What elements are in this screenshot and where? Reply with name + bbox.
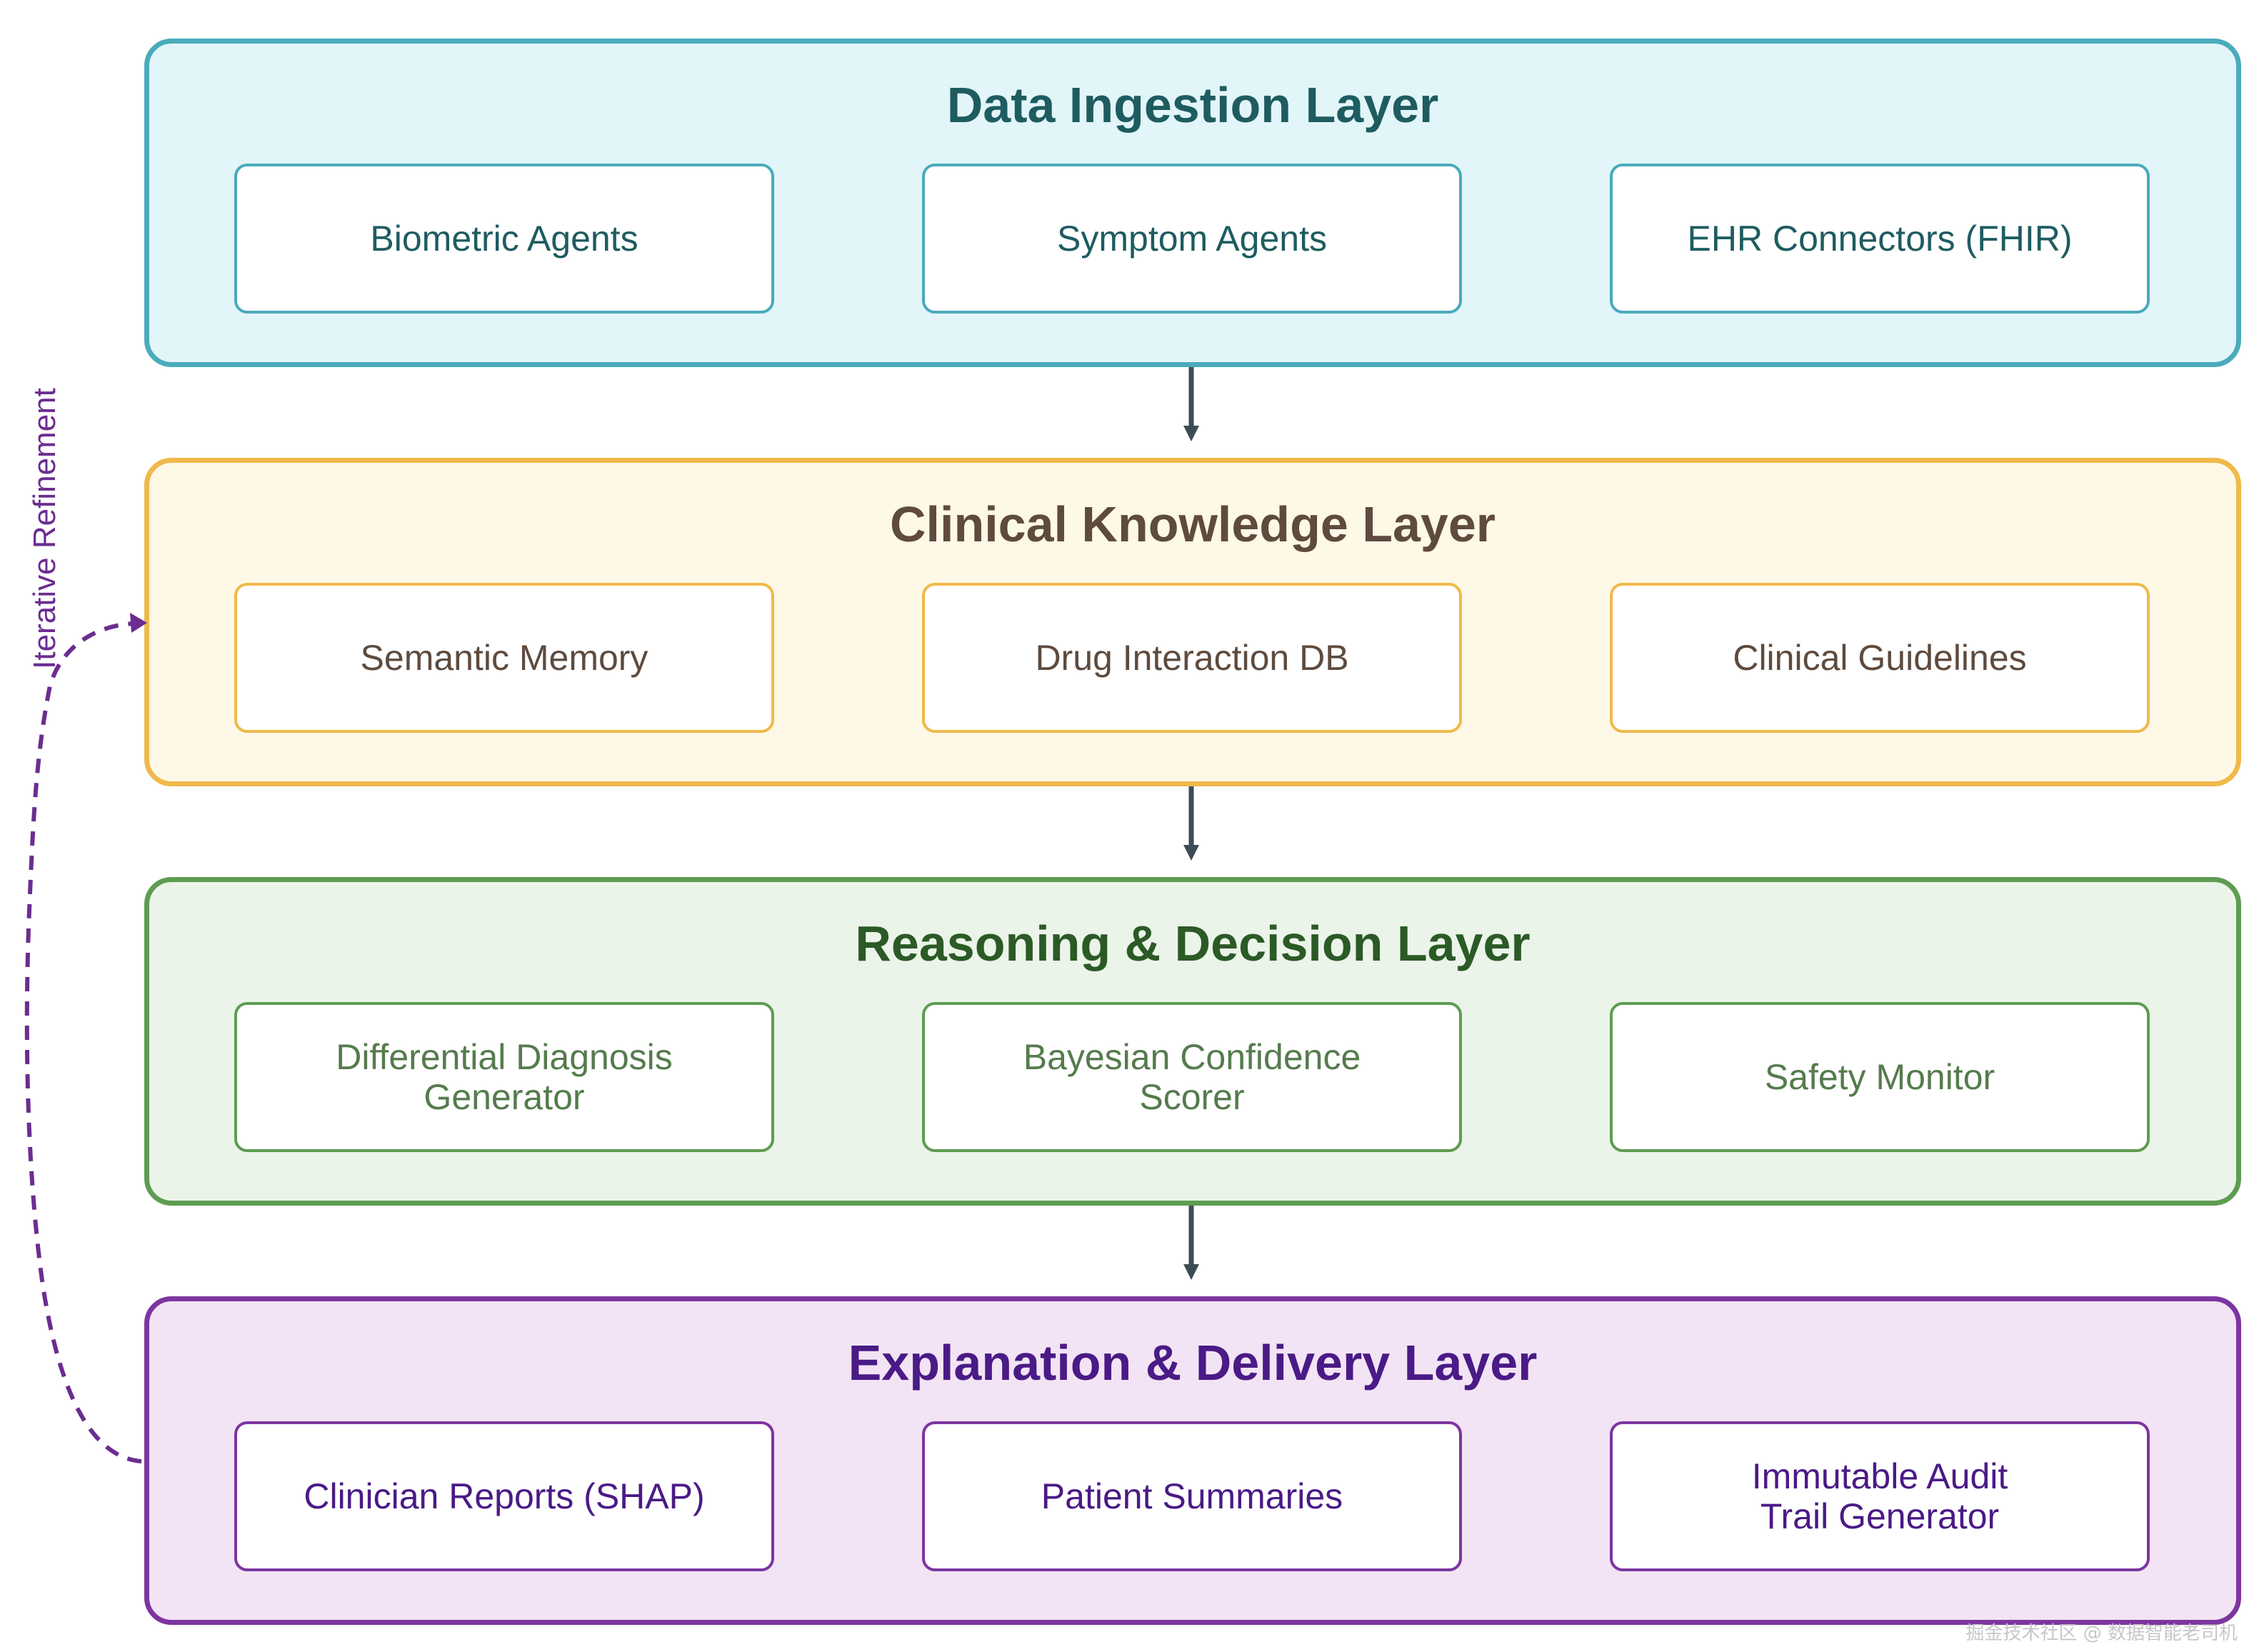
component-drug-interaction-db: Drug Interaction DB	[922, 583, 1462, 733]
layer-title: Reasoning & Decision Layer	[855, 916, 1531, 971]
component-label: Differential Diagnosis Generator	[336, 1037, 673, 1117]
component-label: Symptom Agents	[1057, 219, 1327, 259]
component-safety-monitor: Safety Monitor	[1610, 1002, 2150, 1152]
component-label: Patient Summaries	[1041, 1476, 1343, 1516]
component-semantic-memory: Semantic Memory	[234, 583, 774, 733]
layer-reasoning-decision: Reasoning & Decision Layer Differential …	[144, 877, 2241, 1206]
component-label: Immutable Audit Trail Generator	[1751, 1456, 2008, 1536]
layer-data-ingestion: Data Ingestion Layer Biometric Agents Sy…	[144, 39, 2241, 367]
component-bayesian-confidence: Bayesian Confidence Scorer	[922, 1002, 1462, 1152]
loop-label: Iterative Refinement	[27, 388, 62, 669]
component-label: Clinical Guidelines	[1733, 638, 2027, 678]
flow-arrow-2	[1183, 786, 1199, 861]
component-label: Biometric Agents	[370, 219, 638, 259]
component-label: Semantic Memory	[360, 638, 648, 678]
component-clinical-guidelines: Clinical Guidelines	[1610, 583, 2150, 733]
component-differential-diagnosis: Differential Diagnosis Generator	[234, 1002, 774, 1152]
component-label: Drug Interaction DB	[1035, 638, 1349, 678]
flow-arrow-3	[1183, 1206, 1199, 1280]
layer-title: Explanation & Delivery Layer	[848, 1335, 1538, 1391]
component-label: Safety Monitor	[1764, 1057, 1995, 1097]
component-ehr-connectors: EHR Connectors (FHIR)	[1610, 164, 2150, 314]
component-label: Clinician Reports (SHAP)	[304, 1476, 705, 1516]
component-symptom-agents: Symptom Agents	[922, 164, 1462, 314]
layer-title: Clinical Knowledge Layer	[890, 496, 1496, 552]
flow-arrow-1	[1183, 367, 1199, 441]
component-audit-trail-generator: Immutable Audit Trail Generator	[1610, 1421, 2150, 1571]
component-label: Bayesian Confidence Scorer	[1023, 1037, 1361, 1117]
layer-clinical-knowledge: Clinical Knowledge Layer Semantic Memory…	[144, 458, 2241, 786]
component-label: EHR Connectors (FHIR)	[1687, 219, 2073, 259]
layer-explanation-delivery: Explanation & Delivery Layer Clinician R…	[144, 1296, 2241, 1625]
watermark: 掘金技术社区 @ 数据智能老司机	[1965, 1623, 2238, 1644]
feedback-loop-path	[24, 621, 142, 1463]
component-patient-summaries: Patient Summaries	[922, 1421, 1462, 1571]
component-clinician-reports: Clinician Reports (SHAP)	[234, 1421, 774, 1571]
component-biometric-agents: Biometric Agents	[234, 164, 774, 314]
layer-title: Data Ingestion Layer	[946, 77, 1439, 133]
